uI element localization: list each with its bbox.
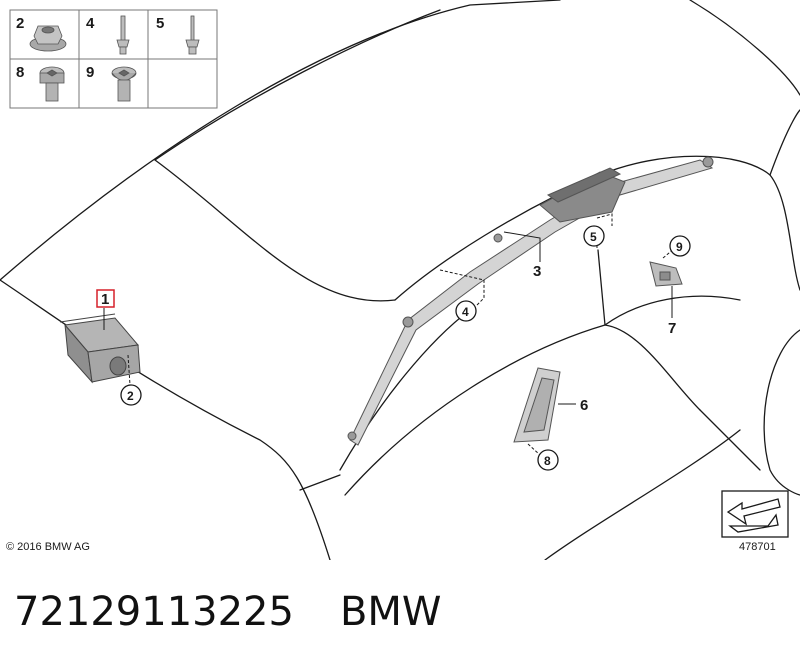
callout-9: 9 xyxy=(676,240,683,254)
orientation-arrow-icon xyxy=(721,490,789,538)
rivet-icon xyxy=(116,15,130,55)
callout-2: 2 xyxy=(127,389,134,403)
nut-icon xyxy=(29,25,67,52)
sensor-bracket xyxy=(649,261,683,287)
callout-6: 6 xyxy=(580,397,588,414)
thumb-label-2: 2 xyxy=(16,15,24,32)
torx-bolt-icon xyxy=(111,66,137,102)
diagram-reference-number: 478701 xyxy=(739,541,776,553)
part-number: 72129113225 xyxy=(14,589,294,635)
callout-3: 3 xyxy=(533,263,541,280)
hood-line xyxy=(299,474,341,491)
door-line xyxy=(344,324,701,496)
window-frame-inner xyxy=(339,309,471,471)
windshield-inner xyxy=(154,159,396,302)
thumb-label-8: 8 xyxy=(16,64,24,81)
body-curve-right xyxy=(699,409,761,471)
window-frame-outer xyxy=(394,155,800,301)
roof-outline xyxy=(0,0,561,281)
callout-7: 7 xyxy=(668,320,676,337)
lower-door xyxy=(544,429,741,560)
wheel-arch xyxy=(763,329,800,496)
torx-bolt-icon xyxy=(39,66,65,102)
thumb-label-5: 5 xyxy=(156,15,164,32)
curtain-airbag xyxy=(347,156,714,446)
c-pillar xyxy=(769,109,800,176)
passenger-airbag-module xyxy=(59,313,141,384)
parts-diagram: 1 2 3 4 5 6 7 8 9 2 4 5 8 9 xyxy=(0,0,800,560)
callout-1-highlight xyxy=(96,289,115,308)
roof-line-right xyxy=(689,0,800,96)
dash-line xyxy=(604,295,741,326)
b-pillar xyxy=(597,249,606,326)
rivet-icon xyxy=(185,15,200,55)
side-airbag xyxy=(513,367,561,443)
fastener-thumbnail-table xyxy=(9,9,218,109)
thumb-label-4: 4 xyxy=(86,15,95,32)
callout-1: 1 xyxy=(101,291,109,308)
a-pillar xyxy=(0,279,331,560)
part-number-line: 72129113225 BMW xyxy=(14,588,441,636)
callout-4: 4 xyxy=(462,305,469,319)
callout-8: 8 xyxy=(544,454,551,468)
windshield-top xyxy=(154,9,441,161)
copyright-notice: © 2016 BMW AG xyxy=(6,541,90,553)
callout-5: 5 xyxy=(590,230,597,244)
thumb-label-9: 9 xyxy=(86,64,94,81)
brand-name: BMW xyxy=(339,589,442,635)
